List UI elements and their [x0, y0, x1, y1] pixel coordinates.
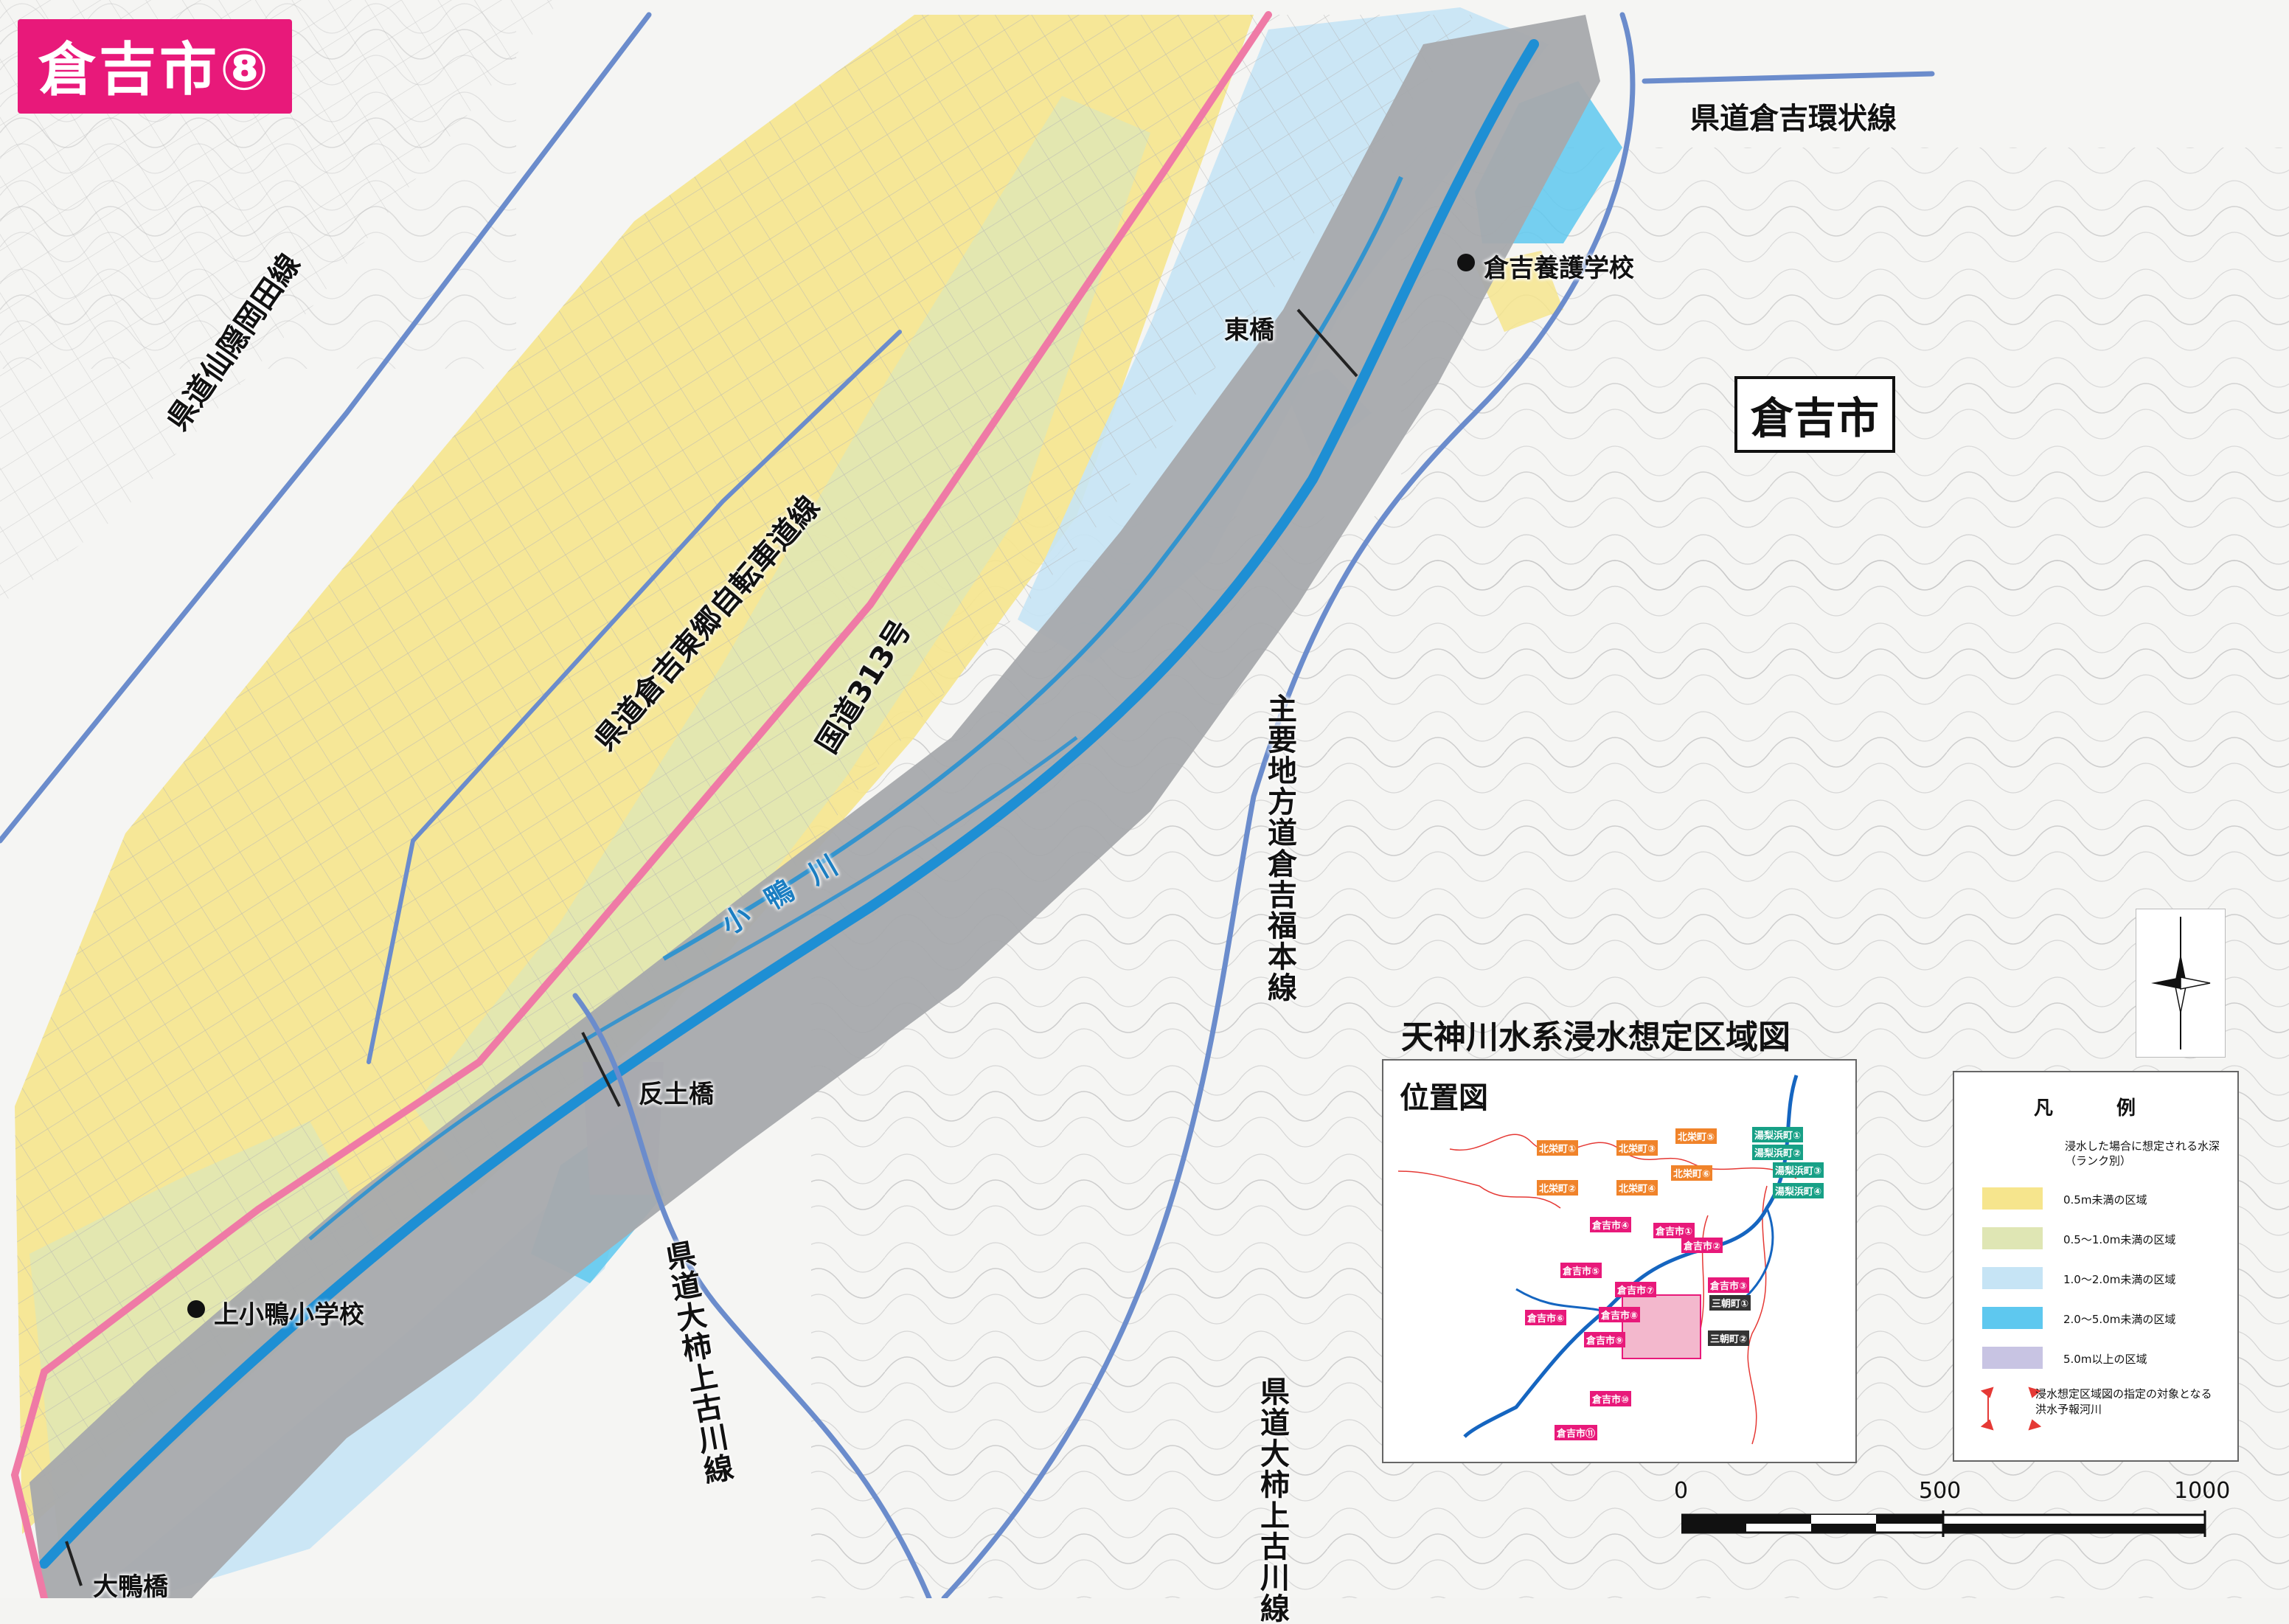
legend-swatch: [1982, 1187, 2043, 1210]
legend-arrow-note: 浸水想定区域図の指定の対象となる洪水予報河川: [2035, 1387, 2212, 1416]
inset-cell-label: 北栄町④: [1616, 1180, 1658, 1196]
map-title: 天神川水系浸水想定区域図: [1401, 1019, 1790, 1056]
legend-row: 5.0m以上の区域: [1982, 1347, 2233, 1369]
legend-row: 1.0～2.0m未満の区域: [1982, 1267, 2233, 1289]
bridge-ogamo: [65, 1541, 83, 1586]
parcel-grid: [15, 15, 1475, 1534]
inset-cell-label: 倉吉市⑧: [1599, 1307, 1641, 1322]
scale-tick-500: 500: [1919, 1478, 1962, 1504]
legend-item-label: 0.5～1.0m未満の区域: [2063, 1233, 2176, 1246]
inset-cell-label: 湯梨浜町③: [1773, 1162, 1824, 1178]
legend-heading: 凡 例: [2033, 1097, 2158, 1120]
inset-cell-label: 倉吉市⑨: [1584, 1332, 1626, 1347]
inset-title: 位置図: [1400, 1081, 1488, 1115]
scale-bar-graphic: [1681, 1510, 2206, 1537]
inset-cell-label: 湯梨浜町①: [1752, 1127, 1804, 1142]
bridge-higashi: [1296, 308, 1358, 378]
bridge-tando: [581, 1032, 621, 1107]
school-label-special: 倉吉養護学校: [1484, 254, 1634, 283]
bridge-label-higashi: 東橋: [1224, 316, 1274, 345]
map-sheet-title: 倉吉市⑧: [18, 19, 293, 114]
inset-highlight: [1622, 1294, 1701, 1359]
inset-cell-label: 北栄町②: [1537, 1180, 1579, 1196]
legend-item-label: 1.0～2.0m未満の区域: [2063, 1273, 2176, 1286]
parcel-grid: [0, 0, 560, 605]
inset-cell-label: 倉吉市⑦: [1615, 1282, 1657, 1297]
inset-cell-label: 倉吉市②: [1681, 1238, 1723, 1253]
river-water: [39, 39, 1539, 1569]
river-water-branch: [308, 735, 1078, 1240]
legend-swatch: [1982, 1347, 2043, 1369]
scale-bar: 0 500 1000: [1674, 1478, 2234, 1574]
legend-item-label: 2.0～5.0m未満の区域: [2063, 1313, 2176, 1326]
bridge-label-ogamo: 大鴨橋: [93, 1572, 168, 1602]
road-label-fukumoto: 主要地方道倉吉福本線: [1262, 693, 1296, 1003]
road-label-ring: 県道倉吉環状線: [1690, 102, 1897, 136]
inset-cell-label: 湯梨浜町④: [1773, 1183, 1824, 1198]
pref-road-senzoku: [0, 12, 652, 844]
river-channel: [29, 15, 1600, 1598]
flood-forecast-arrows-icon: [1980, 1387, 2042, 1431]
inset-cell-label: 三朝町②: [1708, 1330, 1750, 1346]
inset-cell-label: 北栄町⑥: [1671, 1165, 1713, 1181]
legend-swatch: [1982, 1227, 2043, 1249]
legend-note: 浸水した場合に想定される水深（ランク別）: [2065, 1139, 2220, 1167]
legend-swatch: [1982, 1267, 2043, 1289]
legend-row: 0.5～1.0m未満の区域: [1982, 1227, 2233, 1249]
inset-cell-label: 倉吉市⑪: [1555, 1425, 1598, 1440]
legend-row: 0.5m未満の区域: [1982, 1187, 2233, 1210]
legend: 凡 例 浸水した場合に想定される水深（ランク別） 0.5m未満の区域 0.5～1…: [1953, 1071, 2239, 1462]
inset-cell-label: 北栄町⑤: [1675, 1128, 1717, 1144]
legend-swatch: [1982, 1307, 2043, 1329]
river-water-branch: [662, 176, 1403, 961]
pref-road-ring: [1642, 71, 1935, 84]
inset-cell-label: 三朝町①: [1709, 1295, 1751, 1311]
legend-item-label: 5.0m以上の区域: [2063, 1353, 2147, 1366]
inset-cell-label: 倉吉市⑩: [1590, 1391, 1632, 1406]
national-road-313: [10, 11, 1272, 1598]
north-arrow: [2136, 909, 2226, 1058]
pref-road-cycle: [367, 330, 902, 1064]
school-marker-elementary: [187, 1300, 205, 1318]
compass-rose-icon: [2151, 917, 2211, 1049]
inset-cell-label: 倉吉市①: [1653, 1223, 1695, 1238]
location-inset: 位置図 北栄町① 北栄町② 北栄町③ 北栄町④ 北栄町⑤ 北栄町⑥ 湯梨浜町① 湯梨浜町② 湯梨…: [1382, 1059, 1857, 1463]
road-label-okaki-2: 県道大柿上古川線: [1255, 1376, 1289, 1624]
inset-cell-label: 北栄町③: [1616, 1140, 1658, 1156]
inset-cell-label: 湯梨浜町②: [1752, 1145, 1804, 1160]
legend-item-label: 0.5m未満の区域: [2063, 1193, 2147, 1207]
inset-river: [1463, 1075, 1799, 1438]
pref-road-okaki: [572, 993, 932, 1598]
inset-cell-label: 倉吉市⑤: [1560, 1263, 1602, 1278]
roads: [0, 11, 1935, 1598]
inset-cell-label: 北栄町①: [1537, 1140, 1579, 1156]
scale-tick-1000: 1000: [2174, 1478, 2231, 1504]
scale-tick-0: 0: [1674, 1478, 1689, 1504]
legend-row: 2.0～5.0m未満の区域: [1982, 1307, 2233, 1329]
inset-cell-label: 倉吉市③: [1708, 1277, 1750, 1293]
school-label-elementary: 上小鴨小学校: [214, 1300, 364, 1330]
inset-cell-label: 倉吉市④: [1590, 1217, 1632, 1232]
city-name-box: 倉吉市: [1734, 376, 1896, 453]
inset-cell-label: 倉吉市⑥: [1525, 1310, 1567, 1325]
school-marker-special: [1457, 254, 1475, 271]
bridge-label-tando: 反土橋: [639, 1080, 714, 1109]
main-road-fukumoto: [941, 12, 1636, 1598]
